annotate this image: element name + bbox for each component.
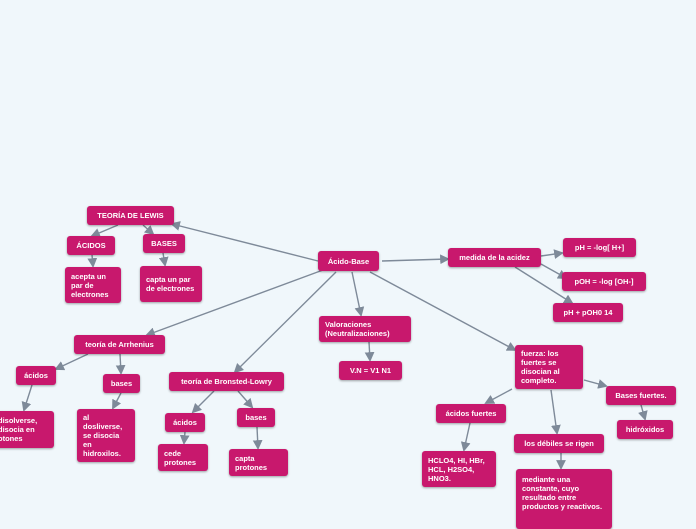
node-valoraciones[interactable]: Valoraciones (Neutralizaciones) (319, 316, 411, 342)
edge-af-list (460, 422, 471, 452)
edge-val-vn (364, 341, 375, 362)
edge-bl-bases-def (252, 426, 263, 450)
edge-medida-phpoh (514, 266, 574, 305)
edge-bf-hid (638, 404, 648, 421)
edge-root-lewis (170, 221, 319, 262)
node-acidos-fuertes[interactable]: ácidos fuertes (436, 404, 506, 423)
edge-bl-acidos-def (179, 431, 190, 445)
node-debiles[interactable]: los débiles se rigen (514, 434, 604, 453)
node-teoria-arrhenius[interactable]: teoría de Arrhenius (74, 335, 165, 354)
node-lewis-bases[interactable]: BASES (143, 234, 185, 253)
node-formula-vn[interactable]: V.N = V1 N1 (339, 361, 402, 380)
edge-root-fuerza (369, 271, 517, 351)
edge-lewis-acidos (90, 224, 119, 238)
edge-root-arrhenius (145, 269, 324, 337)
edge-fuerza-af (484, 388, 513, 404)
node-formula-ph[interactable]: pH = -log[ H+] (563, 238, 636, 257)
node-teoria-lewis[interactable]: TEORÍA DE LEWIS (87, 206, 174, 225)
node-lewis-acidos-def[interactable]: acepta un par de electrones (65, 267, 121, 303)
node-medida-acidez[interactable]: medida de la acidez (448, 248, 541, 267)
node-acidos-fuertes-lista[interactable]: HCLO4, HI, HBr, HCL, H2SO4, HNO3. (422, 451, 496, 487)
node-bronsted-acidos[interactable]: ácidos (165, 413, 205, 432)
node-teoria-bronsted-lowry[interactable]: teoría de Bronsted-Lowry (169, 372, 284, 391)
edge-lewis-acidos-def (87, 254, 98, 268)
node-formula-ph-poh[interactable]: pH + pOH0 14 (553, 303, 623, 322)
edge-arrh-bases-def (112, 392, 122, 410)
node-acido-base[interactable]: Ácido-Base (318, 251, 379, 271)
node-arrhenius-bases-def[interactable]: al dosliverse, se disocia en hidroxilos. (77, 409, 135, 462)
edge-root-valoraciones (351, 271, 365, 317)
node-arrhenius-bases[interactable]: bases (103, 374, 140, 393)
edge-arrh-bases (115, 353, 126, 375)
edge-lewis-bases-def (158, 252, 169, 267)
edge-bl-bases (237, 390, 254, 409)
node-hidroxidos[interactable]: hidróxidos (617, 420, 673, 439)
node-fuerza[interactable]: fuerza: los fuertes se disocian al compl… (515, 345, 583, 389)
edge-root-medida (381, 254, 450, 265)
node-bronsted-acidos-def[interactable]: cede protones (158, 444, 208, 471)
edge-arrh-acidos (54, 353, 89, 371)
edge-fuerza-deb (550, 389, 561, 435)
node-arrhenius-acidos[interactable]: ácidos (16, 366, 56, 385)
node-formula-poh[interactable]: pOH = -log [OH-] (562, 272, 646, 291)
edge-bl-acidos (191, 390, 215, 414)
node-lewis-acidos[interactable]: ÁCIDOS (67, 236, 115, 255)
edge-medida-poh (540, 263, 568, 279)
edge-root-bronsted (233, 271, 337, 374)
node-bronsted-bases[interactable]: bases (237, 408, 275, 427)
node-arrhenius-acidos-def[interactable]: disolverse, disocia en otones (0, 411, 54, 448)
edge-lewis-bases (142, 224, 155, 236)
node-bases-fuertes[interactable]: Bases fuertes. (606, 386, 676, 405)
node-debiles-def[interactable]: mediante una constante, cuyo resultado e… (516, 469, 612, 529)
node-lewis-bases-def[interactable]: capta un par de electrones (140, 266, 202, 302)
node-bronsted-bases-def[interactable]: capta protones (229, 449, 288, 476)
edge-fuerza-bf (583, 379, 608, 389)
edge-medida-ph (540, 249, 564, 259)
edge-arrh-acidos-def (21, 384, 33, 412)
